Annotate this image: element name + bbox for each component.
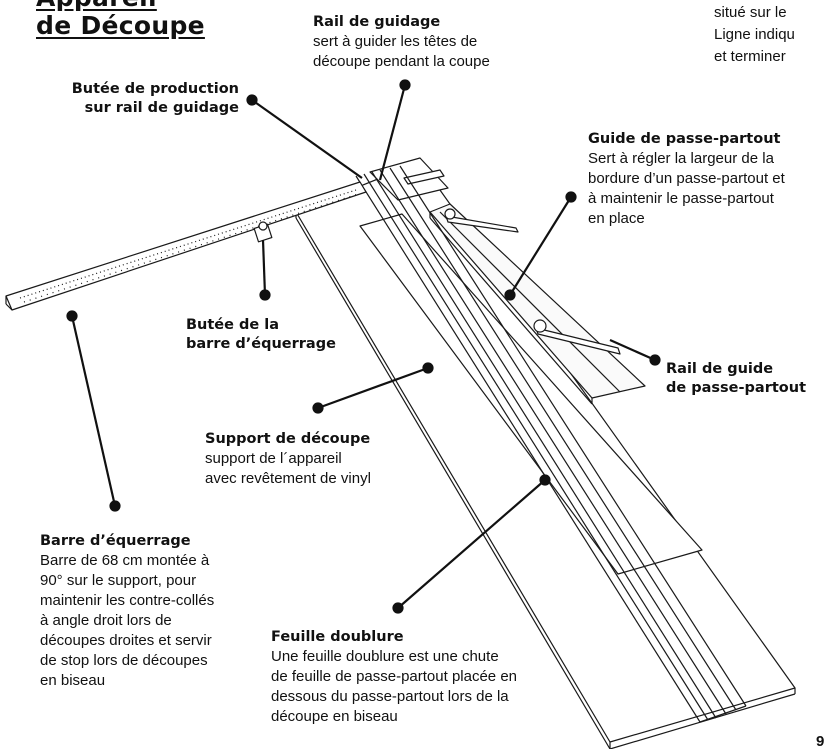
- callout-title: Butée de la: [186, 317, 280, 333]
- callout-title: Barre d’équerrage: [40, 533, 191, 549]
- corner-text: situé sur le Ligne indiqu et terminer: [714, 2, 795, 68]
- corner-line-2: Ligne indiqu: [714, 26, 795, 43]
- callout-title: sur rail de guidage: [84, 100, 239, 116]
- callout-title: Butée de production: [71, 81, 239, 97]
- callout-title: Feuille doublure: [271, 629, 404, 645]
- callout-desc: Sert à régler la largeur de la: [588, 150, 774, 167]
- callout-desc: découpes droites et servir: [40, 632, 212, 649]
- callout-desc: support de l´appareil: [205, 450, 342, 467]
- callout-desc: 90° sur le support, pour: [40, 572, 197, 589]
- callout-desc: découpe en biseau: [271, 708, 398, 725]
- callout-desc: sert à guider les têtes de: [313, 33, 478, 50]
- callout-desc: à angle droit lors de: [40, 612, 172, 629]
- callout-desc: Une feuille doublure est une chute: [271, 648, 499, 665]
- callout-support-decoupe: Support de découpe support de l´appareil…: [205, 430, 371, 489]
- callout-title: Rail de guide: [666, 361, 774, 377]
- page-number: 9: [816, 733, 825, 750]
- callout-feuille-doublure: Feuille doublure Une feuille doublure es…: [271, 628, 517, 727]
- callout-rail-guidage: Rail de guidage sert à guider les têtes …: [313, 13, 490, 72]
- callout-desc: bordure d’un passe-partout et: [588, 170, 785, 187]
- mat-guide-arm-top: [445, 215, 519, 233]
- guide-rail: [355, 175, 701, 723]
- callout-title: Rail de guidage: [313, 14, 441, 30]
- callout-rail-guide-pp: Rail de guide de passe-partout: [666, 360, 806, 398]
- callout-butee-barre: Butée de la barre d’équerrage: [186, 316, 336, 354]
- callout-title: Guide de passe-partout: [588, 131, 781, 147]
- callout-barre-equerrage: Barre d’équerrage Barre de 68 cm montée …: [40, 532, 214, 691]
- callout-desc: de feuille de passe-partout placée en: [271, 668, 518, 685]
- callout-desc: en biseau: [40, 672, 106, 689]
- callout-title: barre d’équerrage: [186, 336, 336, 352]
- title-line-1: Appareil: [36, 0, 205, 12]
- callout-desc: maintenir les contre-collés: [40, 592, 215, 609]
- callout-guide-passe-partout: Guide de passe-partout Sert à régler la …: [588, 130, 785, 229]
- callout-desc: avec revêtement de vinyl: [205, 470, 371, 487]
- corner-line-1: situé sur le: [714, 4, 787, 21]
- callout-desc: découpe pendant la coupe: [313, 53, 490, 70]
- callout-desc: à maintenir le passe-partout: [588, 190, 774, 207]
- callout-desc: dessous du passe-partout lors de la: [271, 688, 509, 705]
- callout-title: Support de découpe: [205, 431, 371, 447]
- callout-title: de passe-partout: [666, 380, 807, 396]
- callout-butee-production: Butée de production sur rail de guidage: [56, 80, 239, 118]
- callout-desc: Barre de 68 cm montée à: [40, 552, 210, 569]
- mat-guide-panel: [429, 203, 646, 399]
- page-title: Appareil de Découpe: [36, 0, 205, 40]
- corner-line-3: et terminer: [714, 48, 786, 65]
- squaring-arm: [5, 181, 367, 311]
- callout-desc: en place: [588, 210, 645, 227]
- callout-desc: de stop lors de découpes: [40, 652, 208, 669]
- title-line-2: de Découpe: [36, 11, 205, 40]
